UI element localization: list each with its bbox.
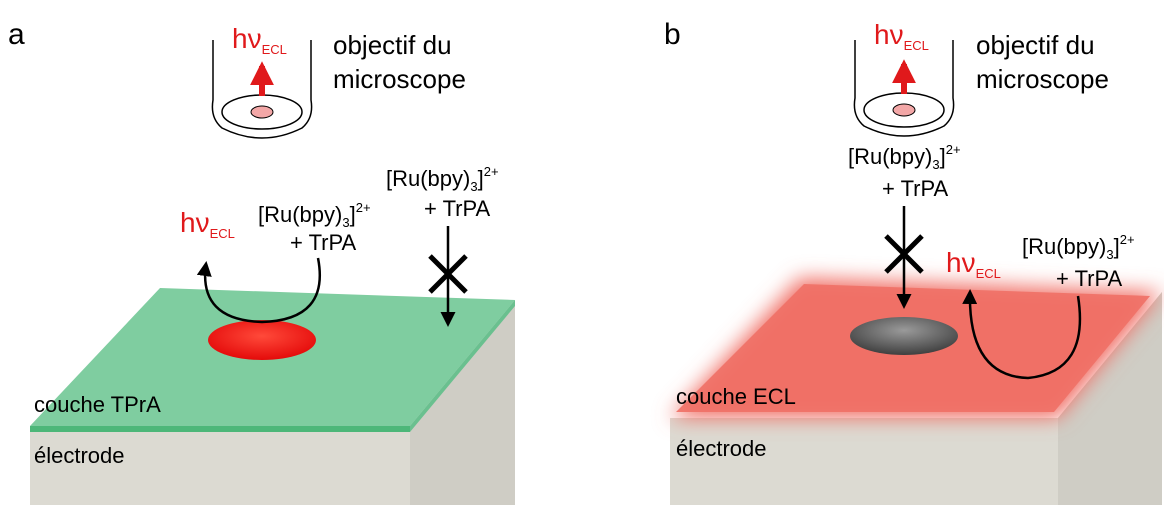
- blocked-cross-a: [428, 254, 468, 294]
- dark-spot-b: [850, 317, 958, 355]
- objective-label-line2-a: microscope: [333, 64, 466, 94]
- reagent-near-formula-a: [Ru(bpy)3]2+: [258, 200, 371, 230]
- reagent-far-formula-a: [Ru(bpy)3]2+: [386, 164, 499, 194]
- panel-a: a hνECL objectif du microscope couche TP…: [8, 18, 515, 505]
- emitting-spot-a: [208, 320, 316, 360]
- electrode-label-a: électrode: [34, 443, 125, 468]
- objective-label-line2-b: microscope: [976, 64, 1109, 94]
- layer-label-a: couche TPrA: [34, 392, 161, 417]
- electrode-side-a: [410, 300, 515, 505]
- objective-hv-b: hνECL: [874, 19, 929, 53]
- blocked-cross-b: [884, 234, 924, 274]
- emission-hv-b: hνECL: [946, 247, 1001, 281]
- objective-label-line1-a: objectif du: [333, 30, 452, 60]
- electrode-block-a: [30, 300, 515, 505]
- microscope-objective-a: [211, 40, 313, 139]
- reagent-far-plus-a: + TrPA: [424, 196, 491, 221]
- electrode-side-b: [1058, 292, 1162, 505]
- panel-b-letter: b: [664, 18, 681, 51]
- reaction-curve-arrow-a: [196, 257, 321, 324]
- layer-label-b: couche ECL: [676, 384, 796, 409]
- panel-a-letter: a: [8, 18, 25, 51]
- objective-hv-a: hνECL: [232, 23, 287, 57]
- objective-label-line1-b: objectif du: [976, 30, 1095, 60]
- emission-hv-a: hνECL: [180, 207, 235, 241]
- reagent-top-plus-b: + TrPA: [882, 176, 949, 201]
- reagent-near-plus-a: + TrPA: [290, 230, 357, 255]
- electrode-block-b: [670, 292, 1162, 505]
- panel-b: b hνECL objectif du microscope couche EC…: [664, 18, 1162, 505]
- reagent-right-plus-b: + TrPA: [1056, 266, 1123, 291]
- reagent-top-formula-b: [Ru(bpy)3]2+: [848, 142, 961, 172]
- electrode-label-b: électrode: [676, 436, 767, 461]
- reaction-curve-arrow-b: [962, 289, 1082, 380]
- reagent-right-formula-b: [Ru(bpy)3]2+: [1022, 232, 1135, 262]
